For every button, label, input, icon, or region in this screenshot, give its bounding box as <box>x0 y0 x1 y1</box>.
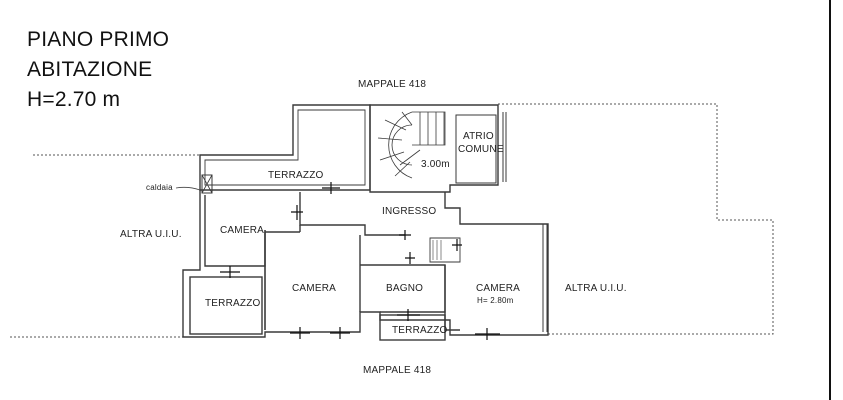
room-terrazzo-west: TERRAZZO <box>205 298 261 309</box>
room-atrio-line1: ATRIO <box>463 131 494 142</box>
south-parcel-label: MAPPALE 418 <box>363 365 432 376</box>
west-unit-label: ALTRA U.I.U. <box>120 229 182 240</box>
height-title: H=2.70 m <box>27 88 121 111</box>
room-camera-west: CAMERA <box>220 225 264 236</box>
usage-title: ABITAZIONE <box>27 58 153 81</box>
room-camera-center: CAMERA <box>292 283 336 294</box>
north-parcel-label: MAPPALE 418 <box>358 79 427 90</box>
floor-title: PIANO PRIMO <box>27 28 170 51</box>
sheet-border <box>829 0 831 400</box>
room-ingresso: INGRESSO <box>382 206 437 217</box>
room-bagno: BAGNO <box>386 283 424 294</box>
room-terrazzo-south: TERRAZZO <box>392 325 448 336</box>
caldaia-annotation: caldaia <box>146 183 173 192</box>
room-atrio-line2: COMUNE <box>458 144 504 155</box>
stair-height-note: 3.00m <box>421 159 450 170</box>
room-terrazzo-north: TERRAZZO <box>268 170 324 181</box>
east-unit-label: ALTRA U.I.U. <box>565 283 627 294</box>
property-boundary <box>10 103 774 338</box>
camera-east-height-note: H= 2.80m <box>477 296 514 305</box>
room-camera-east: CAMERA <box>476 283 520 294</box>
